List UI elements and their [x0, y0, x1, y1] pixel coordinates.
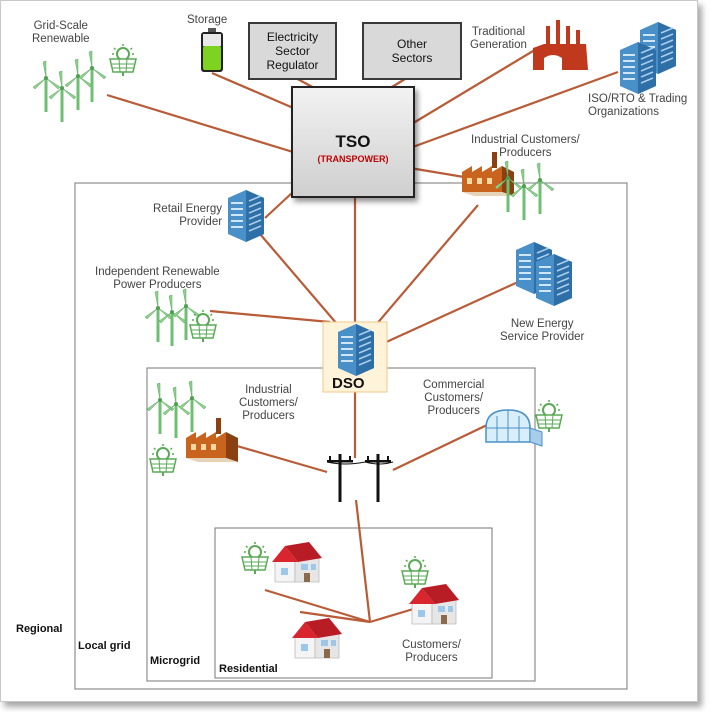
dso-icon [322, 321, 388, 393]
industrial-top-label: Industrial Customers/Producers [471, 134, 580, 159]
regulator-label-line: Regulator [266, 58, 319, 72]
new-energy-building-icon [515, 241, 573, 307]
regulator-label-line: Sector [275, 44, 310, 58]
regulator-box: Electricity Sector Regulator [248, 22, 337, 80]
tso-box: TSO (TRANSPOWER) [291, 86, 415, 198]
other-sectors-label-line: Other [396, 37, 427, 51]
grid-scale-wind-icon [32, 50, 107, 123]
microgrid-zone-border [214, 527, 493, 679]
tso-title: TSO [335, 132, 371, 151]
industrial-local-icon [146, 380, 238, 477]
greenhouse-icon [485, 399, 563, 447]
zone-local-grid-label: Local grid [78, 640, 131, 652]
zone-regional-label: Regional [16, 623, 63, 635]
other-sectors-box: Other Sectors [362, 22, 462, 80]
dso-label: DSO [332, 375, 365, 392]
independent-renewable-icon [144, 288, 217, 347]
retail-building-icon [227, 189, 265, 243]
utility-pole-icon [326, 454, 394, 502]
battery-icon [201, 28, 223, 72]
tso-subtitle: (TRANSPOWER) [317, 154, 389, 164]
grid-scale-solar-icon [109, 43, 137, 77]
zone-microgrid-label: Microgrid [150, 655, 201, 667]
other-sectors-label-line: Sectors [391, 51, 433, 65]
storage-label: Storage [187, 14, 228, 26]
power-plant-icon [533, 20, 588, 70]
regulator-label-line: Electricity [266, 30, 319, 44]
industrial-top-icon [462, 152, 555, 221]
residential-customers-label: Customers/Producers [402, 639, 461, 664]
iso-buildings-icon [619, 21, 677, 95]
zone-residential-label: Residential [219, 663, 278, 675]
